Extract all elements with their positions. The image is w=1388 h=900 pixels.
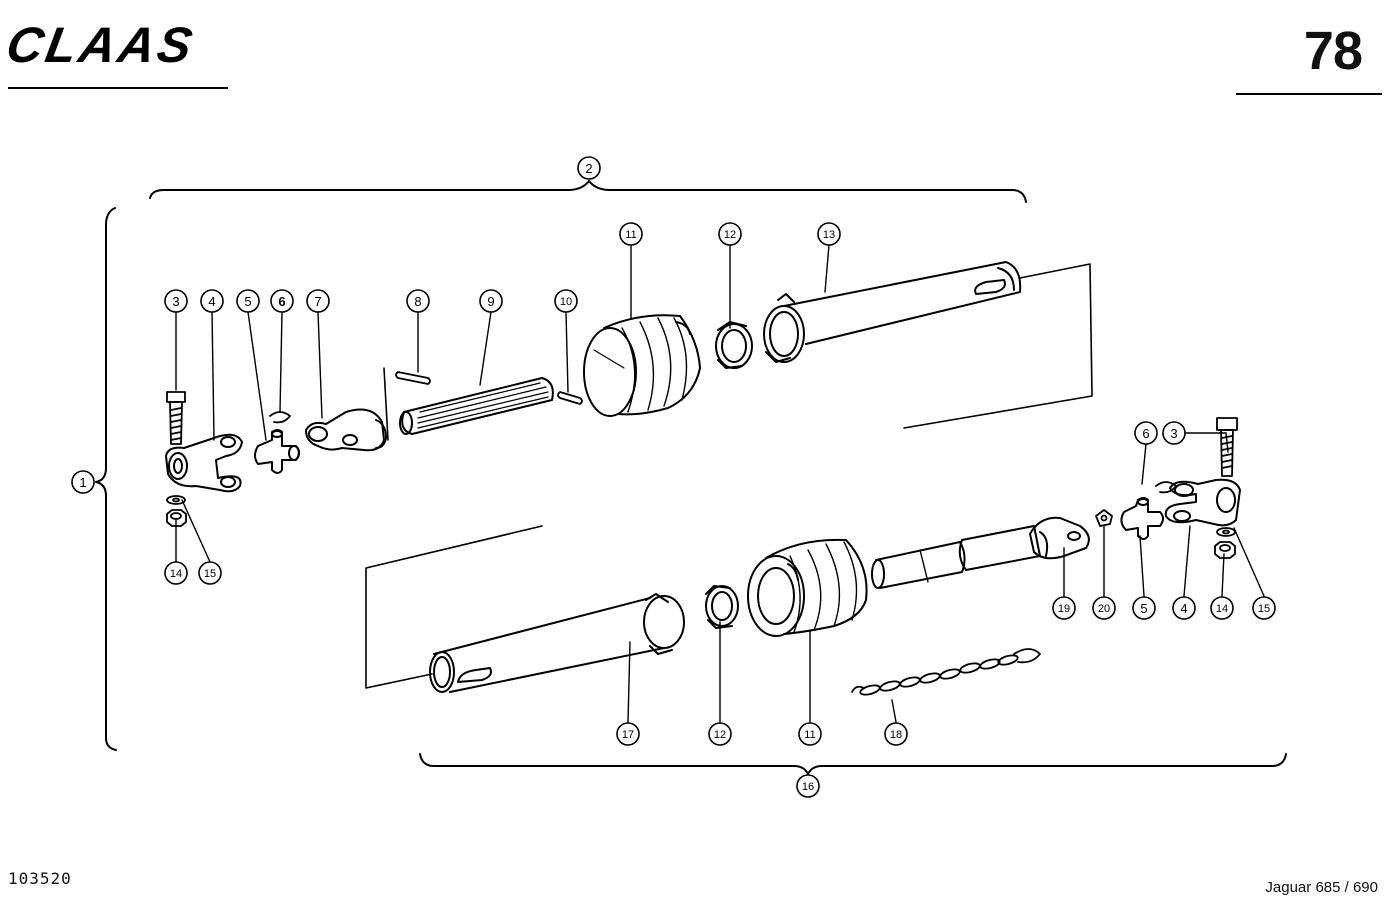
bracket-assembly-1 (95, 207, 117, 751)
svg-text:12: 12 (724, 229, 736, 241)
header-left-rule (8, 87, 228, 89)
svg-text:10: 10 (560, 296, 572, 308)
page-number: 78 (1303, 21, 1363, 81)
inner-tube-rod (383, 367, 389, 441)
pin-8 (395, 371, 431, 385)
callout-7: 7 (306, 289, 330, 313)
svg-text:17: 17 (622, 729, 634, 741)
svg-text:14: 14 (1216, 603, 1228, 615)
callout-9: 9 (479, 289, 503, 313)
claas-logo-text: CLAAS (8, 18, 199, 73)
bolt-3-right (1216, 417, 1238, 477)
callout-12-upper: 12 (718, 222, 742, 246)
callouts: 1 2 3 4 5 6 7 8 9 10 11 12 13 3 6 14 15 … (71, 156, 1276, 798)
callout-17: 17 (616, 722, 640, 746)
washer-15-left (166, 495, 186, 505)
svg-text:15: 15 (204, 568, 216, 580)
svg-text:5: 5 (244, 294, 251, 309)
svg-text:11: 11 (625, 229, 636, 241)
washer-15-right (1216, 527, 1236, 537)
svg-text:3: 3 (1170, 426, 1177, 441)
callout-13: 13 (817, 222, 841, 246)
svg-text:4: 4 (208, 294, 215, 309)
svg-text:9: 9 (487, 294, 494, 309)
callout-18: 18 (884, 722, 908, 746)
yoke-4-right (1164, 478, 1241, 527)
callout-14-left: 14 (164, 561, 188, 585)
bracket-assembly-2 (149, 180, 1027, 203)
bracket-assembly-16 (419, 753, 1287, 775)
header-right-rule (1236, 93, 1382, 95)
leader-lines-upper (175, 244, 830, 563)
clamp-ring-12-lower (705, 585, 739, 629)
svg-text:6: 6 (278, 294, 285, 309)
callout-10: 10 (554, 289, 578, 313)
callout-1: 1 (71, 470, 95, 494)
svg-text:8: 8 (414, 294, 421, 309)
callout-3: 3 (164, 289, 188, 313)
svg-text:2: 2 (585, 161, 592, 176)
outer-tube-13 (763, 261, 1022, 363)
callout-20: 20 (1092, 596, 1116, 620)
cross-joint-5-right (1120, 497, 1164, 540)
nut-14-right (1214, 541, 1236, 559)
protection-cone-11-upper (583, 314, 701, 417)
callout-11-lower: 11 (798, 722, 822, 746)
yoke-4-left (165, 433, 243, 493)
callout-6-right: 6 (1134, 421, 1158, 445)
callout-4: 4 (200, 289, 224, 313)
svg-text:12: 12 (714, 729, 726, 741)
callout-15-left: 15 (198, 561, 222, 585)
callout-2: 2 (577, 156, 601, 180)
callout-8: 8 (406, 289, 430, 313)
cross-joint-5-left (254, 429, 300, 474)
leader-lines-lower (627, 432, 1265, 723)
callout-11-upper: 11 (619, 222, 643, 246)
tube-outline-lower (365, 525, 543, 689)
callout-4-right: 4 (1172, 596, 1196, 620)
callout-6: 6 (270, 289, 294, 313)
claas-logo: CLAAS (8, 18, 199, 73)
svg-text:1: 1 (79, 475, 86, 490)
clamp-ring-12-upper (715, 321, 753, 369)
svg-text:4: 4 (1180, 601, 1187, 616)
svg-text:19: 19 (1058, 603, 1070, 615)
grease-nipple-20 (1095, 509, 1113, 527)
circlip-6-right (1155, 481, 1177, 494)
svg-text:11: 11 (804, 729, 815, 741)
callout-12-lower: 12 (708, 722, 732, 746)
svg-text:13: 13 (823, 229, 835, 241)
circlip-6-left (269, 411, 291, 424)
svg-text:14: 14 (170, 568, 182, 580)
svg-text:16: 16 (802, 781, 814, 793)
callout-3-right: 3 (1162, 421, 1186, 445)
svg-text:5: 5 (1140, 601, 1147, 616)
inner-yoke-7 (305, 408, 387, 452)
pin-10 (557, 391, 583, 405)
callout-19: 19 (1052, 596, 1076, 620)
callout-5-right: 5 (1132, 596, 1156, 620)
splined-shaft-9 (399, 377, 554, 435)
tube-outline-upper (903, 263, 1093, 429)
svg-text:15: 15 (1258, 603, 1270, 615)
model-designation: Jaguar 685 / 690 (1265, 879, 1378, 896)
inner-yoke-tube-19 (871, 516, 1090, 589)
svg-text:7: 7 (314, 294, 321, 309)
safety-chain-18 (851, 648, 1041, 696)
protection-cone-11-lower (747, 538, 868, 637)
svg-text:6: 6 (1142, 426, 1149, 441)
callout-16: 16 (796, 774, 820, 798)
svg-text:20: 20 (1098, 603, 1110, 615)
svg-text:18: 18 (890, 729, 902, 741)
callout-14-right: 14 (1210, 596, 1234, 620)
nut-14-left (166, 509, 187, 527)
bolt-3-left (166, 391, 186, 445)
callout-15-right: 15 (1252, 596, 1276, 620)
outer-tube-17 (429, 593, 685, 693)
drawing-number: 103520 (8, 869, 72, 888)
svg-text:3: 3 (172, 294, 179, 309)
callout-5: 5 (236, 289, 260, 313)
